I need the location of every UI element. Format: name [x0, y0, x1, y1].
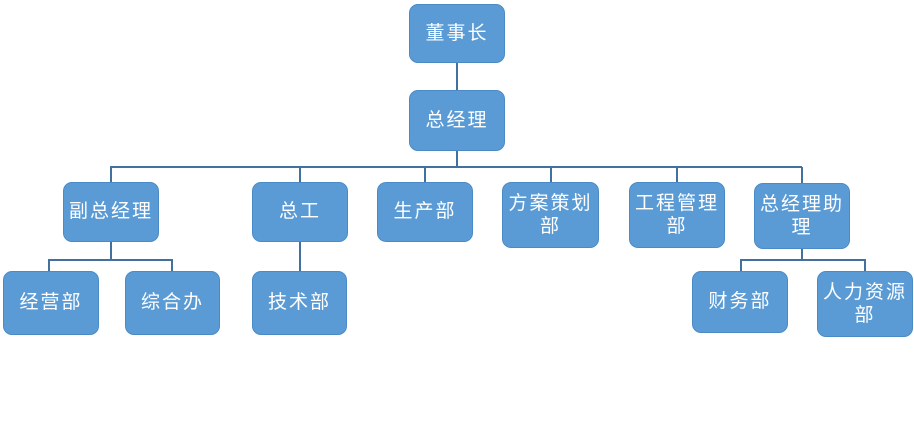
org-node-technology-dept[interactable]: 技术部: [252, 271, 347, 335]
org-node-deputy-general-manager[interactable]: 副总经理: [63, 182, 159, 242]
connector-drop-operations: [48, 260, 50, 271]
org-node-planning-dept[interactable]: 方案策划 部: [502, 182, 599, 248]
org-node-gm-assistant[interactable]: 总经理助 理: [754, 183, 850, 249]
org-node-finance-dept[interactable]: 财务部: [692, 271, 788, 333]
org-node-production-dept[interactable]: 生产部: [377, 182, 473, 242]
connector-drop-general-office: [171, 260, 173, 271]
connector-drop-production: [424, 167, 426, 183]
connector-drop-hr: [864, 260, 866, 271]
connector-gm-assistant-stub: [801, 249, 803, 260]
connector-drop-planning: [550, 167, 552, 183]
connector-gm-stub: [456, 151, 458, 167]
connector-deputy-gm-stub: [110, 242, 112, 260]
org-node-hr-dept[interactable]: 人力资源 部: [817, 271, 913, 337]
org-node-general-office[interactable]: 综合办: [125, 271, 220, 335]
connector-chairman-to-gm: [456, 63, 458, 90]
org-node-chairman[interactable]: 董事长: [409, 4, 505, 63]
connector-drop-chief-engineer: [299, 167, 301, 183]
connector-level3-bus: [110, 166, 802, 168]
connector-drop-engineering-mgmt: [676, 167, 678, 183]
org-node-chief-engineer[interactable]: 总工: [252, 182, 348, 242]
org-node-engineering-mgmt-dept[interactable]: 工程管理 部: [629, 182, 725, 248]
connector-drop-deputy-gm: [110, 167, 112, 183]
connector-drop-finance: [740, 260, 742, 271]
connector-deputy-gm-bus: [48, 259, 173, 261]
org-node-operations-dept[interactable]: 经营部: [3, 271, 99, 335]
connector-gm-assistant-bus: [740, 259, 866, 261]
connector-drop-gm-assistant: [801, 167, 803, 184]
connector-chief-engineer-to-tech: [299, 242, 301, 271]
org-node-general-manager[interactable]: 总经理: [409, 90, 505, 151]
